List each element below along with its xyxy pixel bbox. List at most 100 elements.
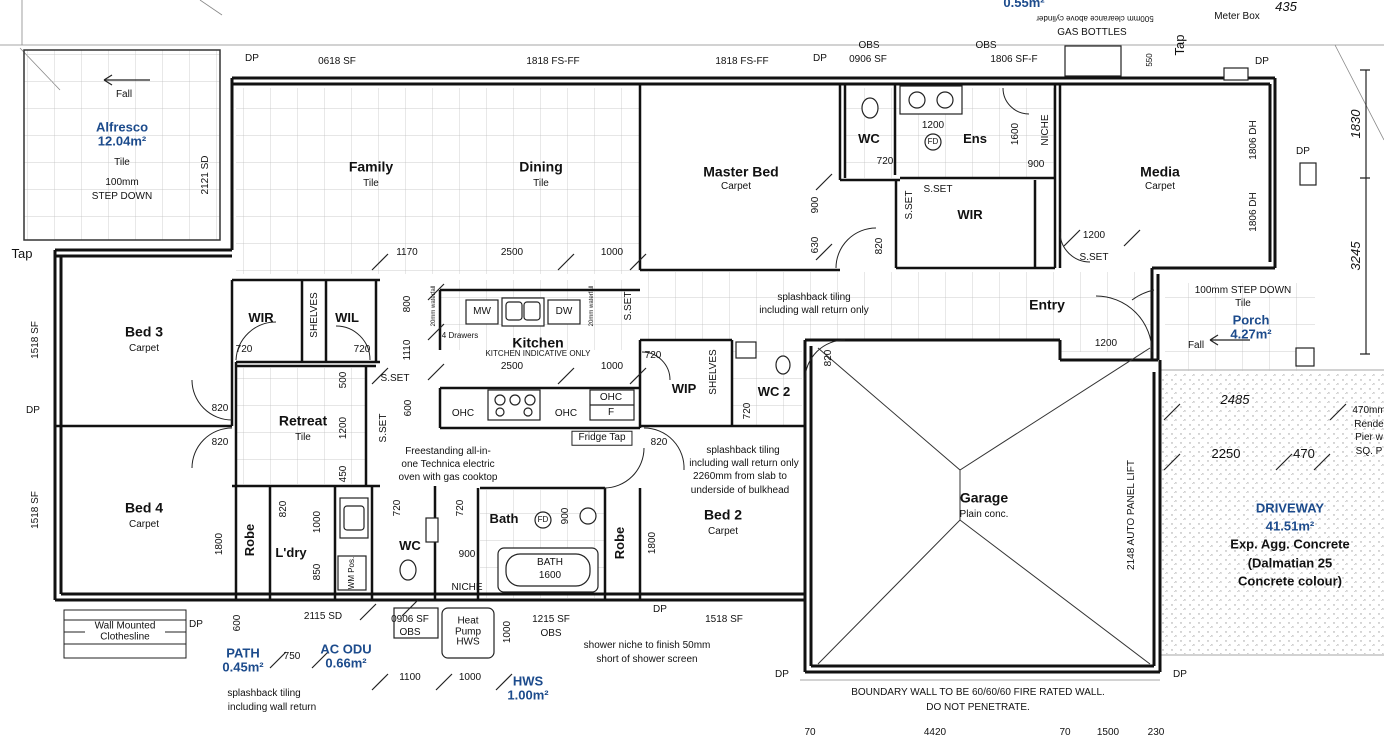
garage-finish: Plain conc. xyxy=(959,508,1009,520)
porch-finish: Tile xyxy=(1235,297,1251,309)
window-1818fsff-1: 1818 FS-FF xyxy=(526,55,580,67)
wc-ensuite-label: WC xyxy=(858,131,880,147)
dim-470: 470 xyxy=(1293,446,1315,462)
window-2121sd: 2121 SD xyxy=(199,155,211,195)
dim-1170: 1170 xyxy=(396,246,418,258)
dim-720-wc: 720 xyxy=(876,155,894,167)
note-pier-3: Pier w xyxy=(1355,431,1383,443)
window-0618sf: 0618 SF xyxy=(318,55,356,67)
bath-fixtures xyxy=(337,45,1317,659)
wip-label: WIP xyxy=(671,381,697,397)
window-2115sd: 2115 SD xyxy=(303,610,343,622)
dim-1000-hws-v: 1000 xyxy=(501,620,513,644)
hws-label: HWS 1.00m² xyxy=(507,674,548,701)
dim-3245: 3245 xyxy=(1348,241,1364,271)
dim-600-path: 600 xyxy=(231,614,243,632)
fixture-fd-bath: FD xyxy=(537,514,549,524)
dim-820-bed4: 820 xyxy=(211,436,229,448)
note-shower-1: shower niche to finish 50mm xyxy=(583,639,711,651)
note-pier-2: Rende xyxy=(1354,418,1384,430)
window-1215sf: 1215 SF xyxy=(532,613,570,625)
kitchen-note: KITCHEN INDICATIVE ONLY xyxy=(485,348,591,358)
window-1818fsff-2: 1818 FS-FF xyxy=(715,55,769,67)
dim-2485: 2485 xyxy=(1220,392,1250,408)
fixture-ohc-2: OHC xyxy=(554,407,578,419)
dimension-ticks xyxy=(269,69,1370,691)
note-pier-4: SQ. P xyxy=(1355,445,1383,457)
dim-1100: 1100 xyxy=(399,671,421,683)
dim-2500-b: 2500 xyxy=(500,360,524,372)
bed3-finish: Carpet xyxy=(128,342,160,354)
note-pier-1: 470mm xyxy=(1352,404,1384,416)
kitchen-name: Kitchen xyxy=(512,334,564,351)
tap-west: Tap xyxy=(11,246,33,262)
dim-820-garage: 820 xyxy=(822,349,834,367)
sset-media: S.SET xyxy=(1079,251,1109,263)
meter-box: Meter Box xyxy=(1214,10,1260,22)
bed4-name: Bed 4 xyxy=(124,499,164,516)
garage-roof-lines xyxy=(817,347,1151,665)
driveway-label: DRIVEWAY 41.51m² Exp. Agg. Concrete (Dal… xyxy=(1230,500,1349,591)
fixture-waterfall-1: 20mm waterfall xyxy=(430,285,437,327)
sset-retreat-v: S.SET xyxy=(377,413,389,443)
alfresco-finish: Tile xyxy=(114,156,130,168)
dim-720-wc2: 720 xyxy=(741,402,753,420)
driveway-fill xyxy=(1162,372,1384,654)
dim-area-top: 0.55m² xyxy=(1003,0,1045,11)
sset-retreat: S.SET xyxy=(380,372,410,384)
sset-wir: S.SET xyxy=(923,183,953,195)
dp-south-2: DP xyxy=(653,603,667,615)
dim-230: 230 xyxy=(1147,726,1165,738)
driveway-name: DRIVEWAY xyxy=(1255,500,1325,516)
bed2-finish: Carpet xyxy=(707,525,739,537)
sset-kitchen: S.SET xyxy=(622,291,634,321)
dim-1600: 1600 xyxy=(1009,122,1021,146)
alfresco-fall: Fall xyxy=(115,88,133,100)
ac-odu-area: 0.66m² xyxy=(325,655,367,670)
dim-820-bed2: 820 xyxy=(650,436,668,448)
driveway-area: 41.51m² xyxy=(1265,518,1315,534)
dim-600: 600 xyxy=(402,399,414,417)
obs-1: OBS xyxy=(858,39,880,51)
dining-name: Dining xyxy=(519,158,563,175)
dim-1200-entry: 1200 xyxy=(1094,337,1118,349)
master-bed-finish: Carpet xyxy=(720,180,752,192)
fixture-heat-pump: Heat Pump HWS xyxy=(454,615,482,648)
ldry-label: L'dry xyxy=(275,545,307,561)
porch-name: Porch xyxy=(1232,312,1270,328)
dp-east: DP xyxy=(1296,145,1310,157)
note-splash-entry: splashback tiling xyxy=(777,291,851,303)
dim-1000-a: 1000 xyxy=(600,246,624,258)
porch-fall: Fall xyxy=(1187,339,1205,351)
shelves-wil-label: SHELVES xyxy=(308,292,320,338)
dim-720-wc3: 720 xyxy=(391,499,403,517)
fixture-waterfall-2: 20mm waterfall xyxy=(588,285,595,327)
media-finish: Carpet xyxy=(1144,180,1176,192)
fixture-drawers: 4 Drawers xyxy=(441,330,479,340)
dim-900-master: 900 xyxy=(809,196,821,214)
dim-820-bed3: 820 xyxy=(211,402,229,414)
tiled-floor-areas xyxy=(24,50,1315,598)
shelves-wip-label: SHELVES xyxy=(707,349,719,395)
dim-630: 630 xyxy=(809,236,821,254)
fixture-wm: WM Pos. xyxy=(346,556,356,590)
note-splash-kitchen-d: underside of bulkhead xyxy=(690,484,790,496)
alfresco-label: Alfresco 12.04m² xyxy=(96,120,148,147)
window-1806dh-1: 1806 DH xyxy=(1247,120,1259,160)
dp-south-1: DP xyxy=(189,618,203,630)
window-1518sf-1: 1518 SF xyxy=(29,321,41,359)
dp-south-4: DP xyxy=(1173,668,1187,680)
obs-3: OBS xyxy=(399,626,421,638)
obs-2: OBS xyxy=(975,39,997,51)
dim-550: 550 xyxy=(1144,53,1154,67)
porch-label: Porch 4.27m² xyxy=(1230,313,1271,340)
window-1518sf-2: 1518 SF xyxy=(29,491,41,529)
path-label: PATH 0.45m² xyxy=(222,646,263,673)
wir-bed3-label: WIR xyxy=(248,310,274,326)
dim-70-a: 70 xyxy=(804,726,816,738)
dim-900-ens: 900 xyxy=(1027,158,1045,170)
fixture-dw: DW xyxy=(555,305,573,317)
hws-name: HWS xyxy=(512,673,544,689)
dim-820-master: 820 xyxy=(873,237,885,255)
retreat-name: Retreat xyxy=(278,412,328,429)
